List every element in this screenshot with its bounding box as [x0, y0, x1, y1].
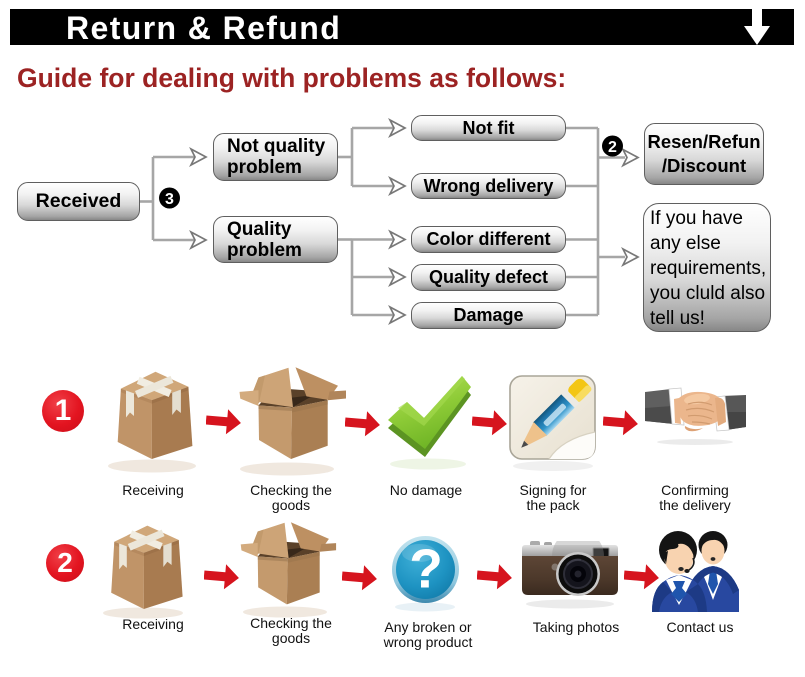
- svg-text:3: 3: [165, 191, 174, 208]
- svg-text:?: ?: [409, 538, 443, 600]
- svg-text:2: 2: [608, 139, 617, 156]
